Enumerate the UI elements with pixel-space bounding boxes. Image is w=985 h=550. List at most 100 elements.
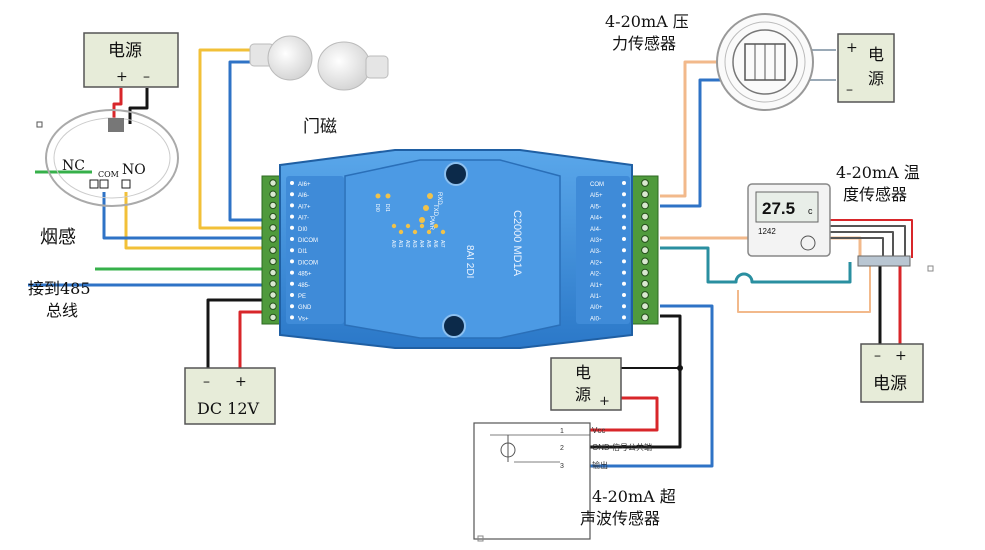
ai-led — [398, 229, 404, 235]
left-terminal-label: AI6- — [298, 193, 309, 199]
smoke-sensor-label: 烟感 — [40, 227, 76, 248]
left-terminal-label: GND — [298, 305, 312, 311]
wire-dc-red — [238, 310, 270, 370]
rs485-line1: 接到485 — [28, 279, 91, 298]
terminal-dot — [290, 270, 294, 275]
pressure-line1: 4-20mA 压 — [605, 12, 689, 31]
ai-led — [405, 223, 411, 229]
terminal-dot — [290, 293, 294, 297]
ai-led-label: AI3 — [411, 240, 417, 248]
terminal-dot — [290, 281, 294, 286]
model-label: C2000 MD1A — [511, 210, 523, 277]
terminal-screw — [641, 302, 649, 311]
right-terminal-label: AI4- — [590, 227, 601, 233]
ai-led-label: AI0 — [390, 240, 396, 248]
dc-plus: + — [235, 374, 247, 390]
ai-led-label: AI5 — [425, 240, 431, 248]
terminal-screw — [269, 179, 277, 187]
ai-led — [440, 229, 446, 235]
left-terminal-label: PE — [298, 294, 306, 300]
wire-dc-black — [206, 298, 270, 370]
status-led — [419, 217, 425, 223]
terminal-dot — [622, 304, 626, 309]
terminal-dot — [290, 192, 294, 197]
terminal-dot — [622, 293, 626, 297]
terminal-dot — [622, 315, 626, 320]
module-face — [344, 159, 561, 339]
terminal-screw — [269, 190, 277, 198]
channels-label: 8AI 2DI — [464, 245, 475, 278]
terminal-screw — [641, 190, 649, 199]
terminal-dot — [622, 203, 626, 208]
right-terminal-label: AI1+ — [590, 283, 603, 289]
pressure-sensor: 4-20mA 压 力传感器 + 电 源 – — [605, 12, 895, 111]
right-terminal-label: AI1- — [590, 294, 601, 300]
ultra-power-line1: 电 — [575, 363, 591, 382]
left-terminal-label: DI1 — [298, 249, 308, 255]
left-label-strip — [286, 176, 344, 324]
left-terminal-label: DICOM — [298, 238, 318, 244]
status-led-label: PWR — [428, 216, 434, 231]
terminal-screw — [269, 313, 277, 322]
pressure-sensor-icon — [716, 13, 814, 111]
right-terminal-label: AI2+ — [590, 260, 603, 266]
terminal-dot — [290, 214, 294, 219]
right-terminal-labels: COMAI5+AI5-AI4+AI4-AI3+AI3-AI2+AI2-AI1+A… — [590, 181, 626, 322]
terminal-dot — [622, 259, 626, 264]
ultra-pin-label-vcc: Vcc — [592, 426, 605, 435]
rs485-line2: 总线 — [46, 301, 78, 320]
terminal-dot — [622, 214, 626, 219]
ai-led-label: AI7 — [439, 240, 445, 248]
temp-power-minus: – — [874, 348, 881, 364]
bottom-mount-screw — [442, 314, 466, 338]
temp-line1: 4-20mA 温 — [836, 163, 920, 182]
status-led-label: RXD — [436, 192, 442, 205]
terminal-dot — [290, 203, 294, 208]
temp-sub: 1242 — [758, 227, 776, 236]
door-magnet-label: 门磁 — [303, 117, 337, 137]
temp-power-plus: + — [895, 348, 907, 364]
smoke-sensor-ring — [45, 109, 179, 207]
status-led-label: TXD — [432, 204, 438, 217]
terminal-dot — [290, 315, 294, 320]
junction-dot — [677, 365, 683, 371]
smoke-nc-label: NC — [62, 158, 85, 174]
left-terminal-label: 485- — [298, 283, 310, 289]
smoke-com-label: COM — [98, 170, 119, 179]
dc-minus: – — [203, 374, 210, 390]
ai-led-label: AI1 — [397, 240, 403, 248]
terminal-dot — [290, 181, 294, 185]
wire-smoke-yellow — [124, 192, 270, 250]
di-led-label: DI1 — [384, 204, 390, 212]
top-mount-screw — [444, 162, 468, 186]
terminal-screw — [641, 201, 649, 210]
door-magnet-icon — [249, 35, 389, 91]
terminal-screw — [641, 313, 649, 322]
wire-temp-sensor — [830, 225, 906, 258]
pressure-power-line2: 源 — [868, 69, 884, 88]
terminal-screw — [641, 291, 649, 299]
smoke-sensor: NC COM NO 烟感 — [36, 109, 179, 248]
ai-led — [426, 229, 432, 235]
left-terminal-label: 485+ — [298, 272, 312, 278]
wire-temp-orange2 — [737, 262, 871, 313]
c2000-module: AI6+AI6-AI7+AI7-DI0DICOMDI1DICOM485+485-… — [261, 149, 659, 349]
right-label-strip — [576, 176, 630, 324]
ultra-line1: 4-20mA 超 — [592, 487, 676, 506]
terminal-dot — [290, 225, 294, 230]
left-terminal-screws — [269, 179, 277, 322]
ultra-pin-3: 3 — [560, 463, 564, 470]
terminal-dot — [290, 248, 294, 253]
terminal-screw — [641, 223, 649, 232]
terminal-screw — [641, 179, 649, 187]
wire-pressure-orange — [660, 60, 720, 198]
right-terminal-label: AI2- — [590, 272, 601, 278]
right-terminal-label: AI3- — [590, 249, 601, 255]
terminal-screw — [269, 224, 277, 232]
wire-door-blue — [228, 60, 270, 222]
dc-label: DC 12V — [197, 399, 260, 418]
ultrasonic-box — [473, 422, 591, 540]
smoke-power-supply: 电源 + – — [83, 32, 179, 88]
